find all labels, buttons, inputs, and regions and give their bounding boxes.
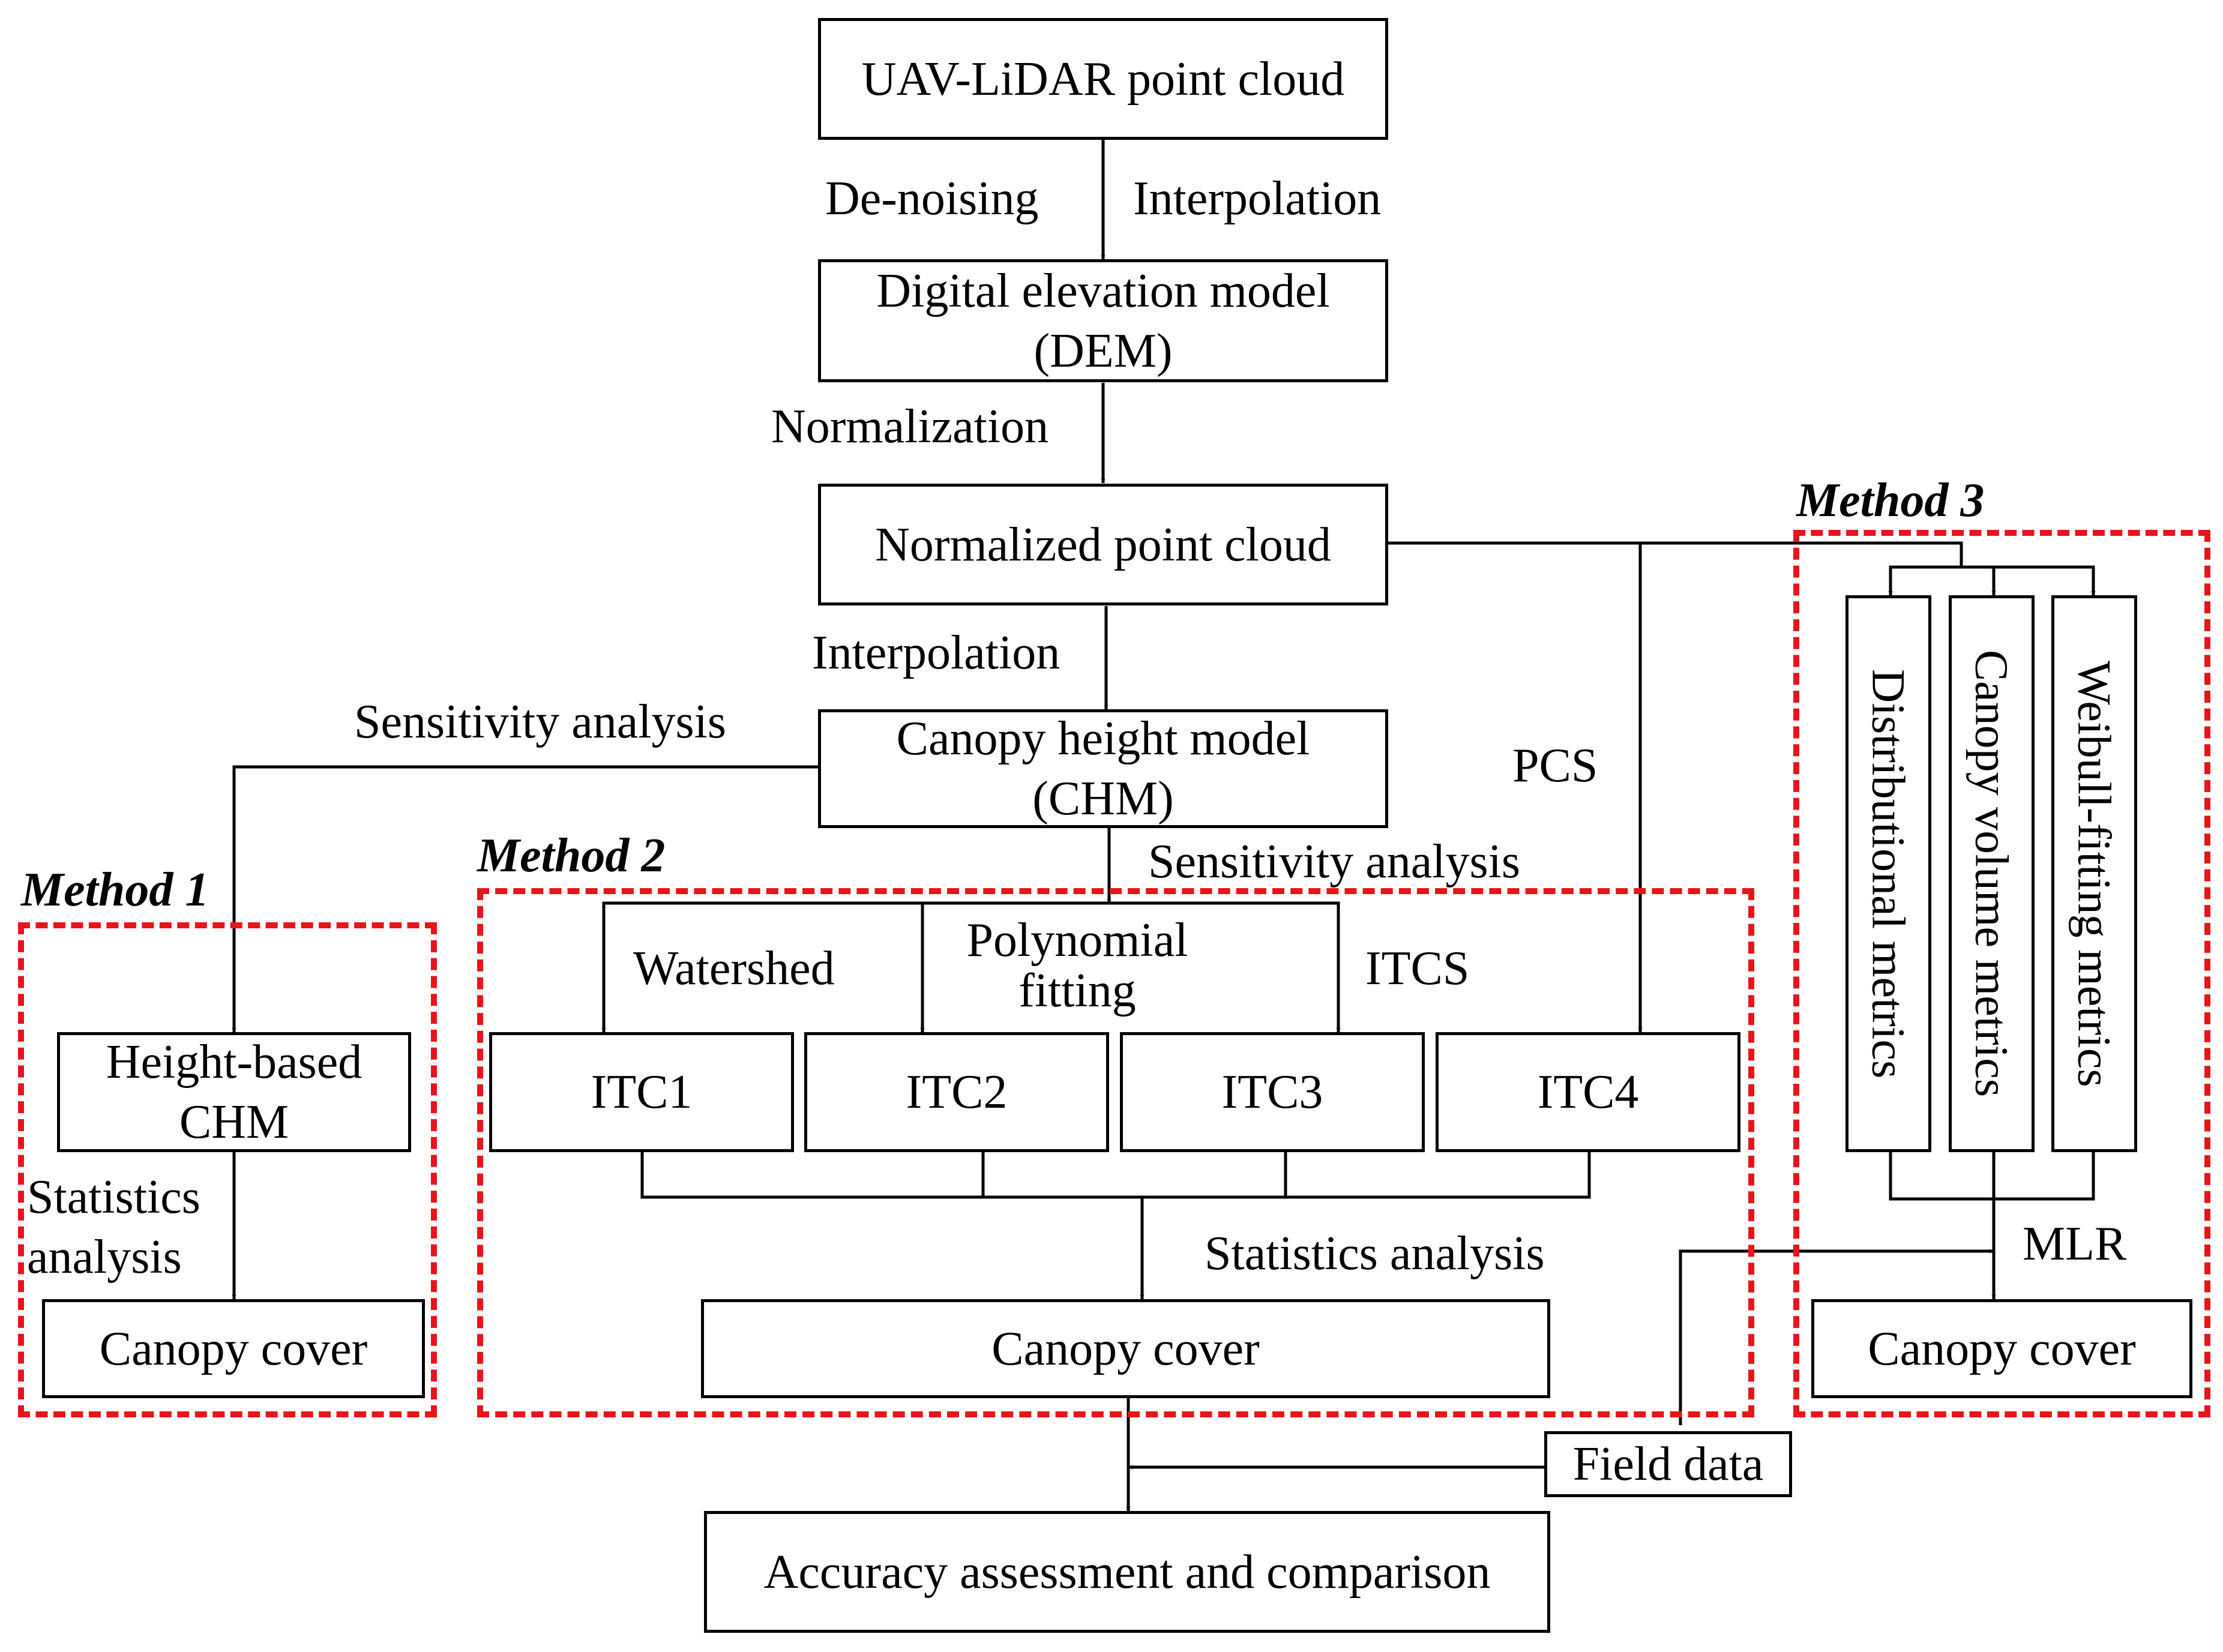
canopy-cover-m2-box: Canopy cover <box>701 1299 1550 1398</box>
uav-lidar-text: UAV-LiDAR point cloud <box>861 52 1345 106</box>
label-statistics-m2: Statistics analysis <box>1205 1227 1545 1280</box>
itc4-text: ITC4 <box>1537 1066 1639 1119</box>
itc1-text: ITC1 <box>591 1066 693 1119</box>
canopy-cover-m3-box: Canopy cover <box>1811 1299 2192 1398</box>
method3-region <box>1793 530 2210 1417</box>
label-itcs: ITCS <box>1365 942 1470 995</box>
weibull-metrics-text: Weibull-fitting metrics <box>2068 660 2121 1087</box>
distributional-metrics-box: Distributional metrics <box>1845 595 1931 1152</box>
chm-text: Canopy height model (CHM) <box>896 712 1310 825</box>
method1-title: Method 1 <box>21 864 209 916</box>
canopy-cover-m1-box: Canopy cover <box>42 1299 425 1398</box>
height-based-chm-text: Height-based CHM <box>106 1036 362 1149</box>
canopy-volume-metrics-box: Canopy volume metrics <box>1949 595 2035 1152</box>
label-interpolation-2: Interpolation <box>812 626 1060 679</box>
distributional-metrics-text: Distributional metrics <box>1862 668 1915 1079</box>
method1-region <box>18 922 437 1417</box>
metrics-merge <box>1889 1152 2095 1201</box>
itc2-box: ITC2 <box>804 1032 1109 1152</box>
method3-title: Method 3 <box>1796 474 1985 527</box>
uav-lidar-box: UAV-LiDAR point cloud <box>818 18 1388 140</box>
itc-bus <box>602 901 1340 1032</box>
itc4-box: ITC4 <box>1436 1032 1740 1152</box>
label-interpolation-1: Interpolation <box>1133 172 1382 225</box>
label-pcs: PCS <box>1512 739 1598 792</box>
canopy-cover-m3-text: Canopy cover <box>1868 1322 2136 1375</box>
weibull-metrics-box: Weibull-fitting metrics <box>2051 595 2137 1152</box>
field-data-box: Field data <box>1544 1431 1792 1497</box>
line-normalized-right <box>1388 541 1963 567</box>
accuracy-box: Accuracy assessment and comparison <box>704 1511 1550 1633</box>
label-mlr: MLR <box>2023 1218 2127 1270</box>
field-data-text: Field data <box>1572 1438 1764 1491</box>
itc-merge <box>640 1152 1591 1199</box>
canopy-cover-m1-text: Canopy cover <box>99 1322 368 1375</box>
chm-box: Canopy height model (CHM) <box>818 709 1388 828</box>
itc2-text: ITC2 <box>906 1066 1008 1119</box>
height-based-chm-box: Height-based CHM <box>57 1032 411 1152</box>
itc3-box: ITC3 <box>1120 1032 1425 1152</box>
label-statistics-m1: Statistics analysis <box>27 1171 200 1284</box>
method2-region <box>477 888 1754 1417</box>
label-sensitivity-1: Sensitivity analysis <box>354 695 726 748</box>
dem-text: Digital elevation model (DEM) <box>876 264 1330 377</box>
normalized-cloud-text: Normalized point cloud <box>875 518 1331 571</box>
accuracy-text: Accuracy assessment and comparison <box>763 1545 1491 1599</box>
method2-title: Method 2 <box>477 829 666 882</box>
canopy-volume-metrics-text: Canopy volume metrics <box>1966 650 2018 1098</box>
canopy-cover-m2-text: Canopy cover <box>991 1322 1260 1375</box>
label-polynomial-fitting: Polynomial fitting <box>966 914 1188 1017</box>
label-watershed: Watershed <box>633 942 835 995</box>
arrow-chm-to-height-based <box>232 765 818 1032</box>
normalized-cloud-box: Normalized point cloud <box>818 484 1388 605</box>
arrow-field-to-mlr <box>1679 1249 1994 1425</box>
label-denoising: De-noising <box>825 172 1039 225</box>
itc3-text: ITC3 <box>1221 1066 1323 1119</box>
dem-box: Digital elevation model (DEM) <box>818 259 1388 382</box>
label-normalization: Normalization <box>771 400 1049 453</box>
label-sensitivity-2: Sensitivity analysis <box>1148 835 1520 888</box>
itc1-box: ITC1 <box>489 1032 794 1152</box>
